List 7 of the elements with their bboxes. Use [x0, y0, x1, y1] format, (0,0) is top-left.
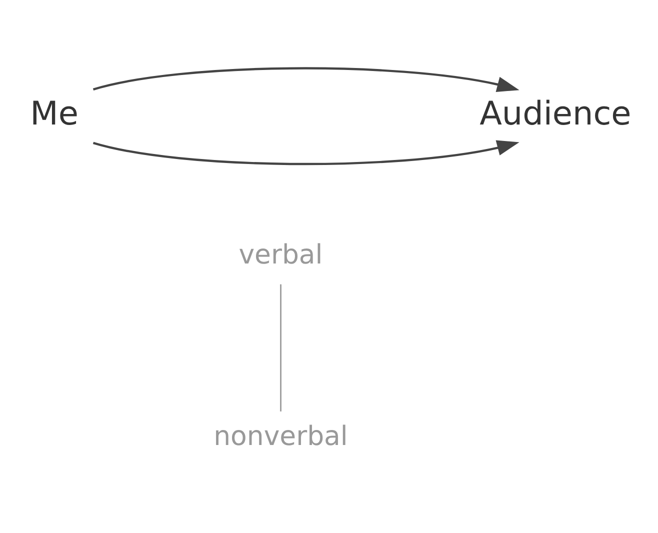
arrow [92, 67, 520, 92]
node-text: nonverbal [214, 420, 348, 452]
node-text: verbal [238, 240, 323, 271]
node-text: Audience [480, 94, 632, 132]
node-text: Me [30, 94, 78, 132]
arrow [92, 140, 520, 166]
connector [280, 284, 282, 412]
